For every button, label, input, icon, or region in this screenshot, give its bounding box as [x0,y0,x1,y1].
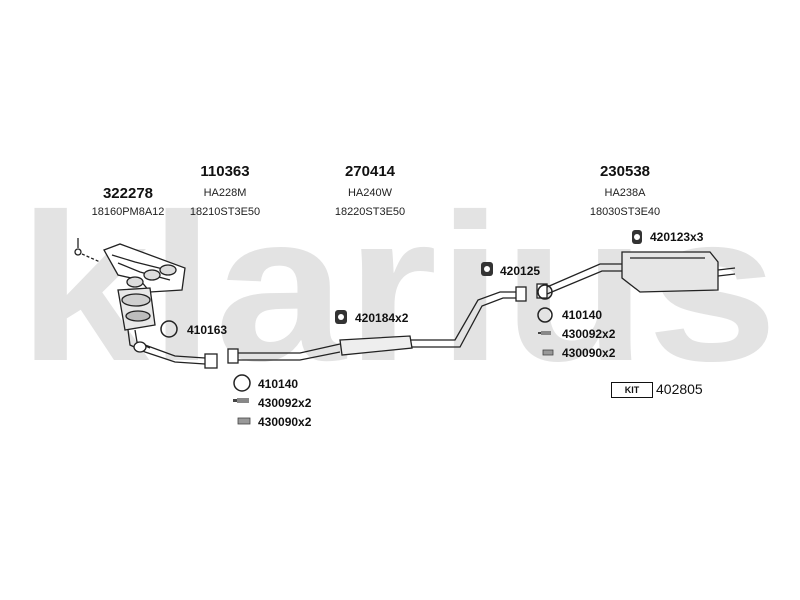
ring-icon [537,284,553,300]
oem-ref-front-pipe: 18210ST3E50 [189,206,261,218]
oem-ref-manifold: 18160PM8A12 [91,206,165,218]
model-ref-rear-silencer: HA238A [604,187,646,199]
ring-label: 410140 [562,308,603,322]
model-ref-center-pipe: HA240W [347,187,393,199]
ring-icon [537,307,553,323]
gasket-label: 410163 [187,323,228,337]
kit-badge: KIT [611,382,653,398]
spring-icon [237,417,251,425]
hanger-label: 420125 [500,264,541,278]
spring-icon [542,349,554,356]
bolt-label: 430092x2 [562,327,616,341]
front-pipe [133,341,218,369]
bolt-icon [538,331,551,335]
hanger-label: 420123x3 [650,230,704,244]
part-number-manifold: 322278 [102,185,154,202]
oem-ref-rear-silencer: 18030ST3E40 [589,206,661,218]
bolt-icon [233,398,249,403]
bolt-label: 430092x2 [258,396,312,410]
part-number-rear-silencer: 230538 [599,163,651,180]
oem-ref-center-pipe: 18220ST3E50 [334,206,406,218]
gasket-icon [160,320,178,338]
model-ref-front-pipe: HA228M [203,187,247,199]
hanger-icon [335,310,347,324]
kit-number: 402805 [656,381,703,397]
spring-label: 430090x2 [258,415,312,429]
hanger-icon [481,262,493,276]
manifold-catalyst [74,238,186,353]
part-number-front-pipe: 110363 [200,163,250,180]
part-number-center-pipe: 270414 [344,163,396,180]
hanger-label: 420184x2 [355,311,409,325]
spring-label: 430090x2 [562,346,616,360]
hanger-icon [632,230,642,244]
center-pipe [227,286,527,364]
ring-label: 410140 [258,377,299,391]
rear-silencer [536,251,736,299]
ring-icon [233,374,251,392]
